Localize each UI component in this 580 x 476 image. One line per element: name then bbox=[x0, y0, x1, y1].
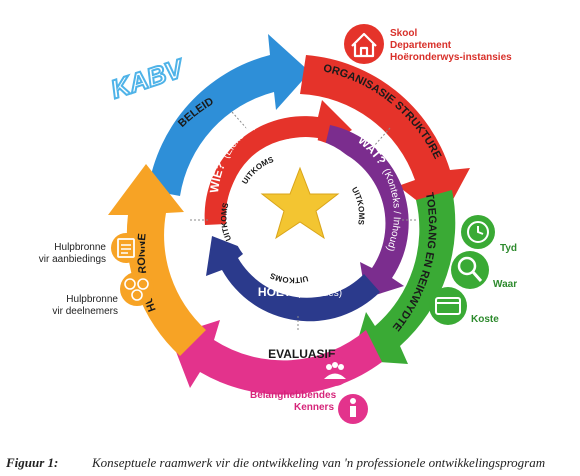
hulpbronne-deelnemers-label: Hulpbronne vir deelnemers bbox=[52, 294, 118, 317]
label-skool: Skool bbox=[390, 28, 418, 39]
organisasie-list: Skool Departement Hoëronderwys-instansie… bbox=[390, 28, 512, 64]
label-hoe: HOE? (Metodes) bbox=[258, 285, 342, 299]
inner-ring bbox=[204, 100, 409, 322]
label-koste: Koste bbox=[471, 314, 499, 325]
dotted-connectors bbox=[190, 111, 416, 332]
info-person-icon bbox=[338, 394, 368, 424]
toegang-arrow bbox=[352, 190, 456, 364]
wat-arrow bbox=[325, 125, 409, 298]
clock-icon bbox=[461, 215, 495, 249]
label-kenners: Kenners bbox=[293, 402, 334, 413]
hoe-arrow bbox=[206, 236, 380, 322]
label-departement: Departement bbox=[390, 40, 452, 51]
credit-card-icon bbox=[429, 287, 467, 325]
hulpbronne-aanbiedings-label: Hulpbronne vir aanbiedings bbox=[38, 242, 106, 265]
hulpbronne-arrow bbox=[108, 164, 206, 356]
house-icon bbox=[344, 24, 384, 64]
framework-diagram: KABV BELEID ORGANISASIE STRUKTURE TOEGAN… bbox=[106, 24, 495, 424]
evaluasie-list: Belanghebbendes Kenners bbox=[250, 390, 337, 414]
people-group-icon bbox=[320, 356, 350, 386]
figure-caption: Figuur 1: Konseptuele raamwerk vir die o… bbox=[6, 452, 574, 474]
magnifier-icon bbox=[451, 251, 489, 289]
caption-label: Figuur 1: bbox=[6, 455, 59, 470]
beleid-arrow bbox=[148, 34, 310, 196]
label-hoeronderwys: Hoëronderwys-instansies bbox=[390, 52, 512, 63]
label-belanghebbendes: Belanghebbendes bbox=[250, 390, 337, 401]
caption-text: Konseptuele raamwerk vir die ontwikkelin… bbox=[92, 455, 546, 470]
smiley-group-icon bbox=[120, 272, 154, 306]
logo-text: KABV bbox=[107, 52, 189, 104]
label-evaluasie: EVALUASIE bbox=[268, 347, 336, 361]
organisasie-arrow bbox=[300, 55, 470, 220]
kabv-logo: KABV bbox=[106, 51, 190, 105]
star-icon bbox=[260, 166, 340, 240]
label-waar: Waar bbox=[493, 279, 518, 290]
label-tyd: Tyd bbox=[500, 243, 518, 254]
document-icon bbox=[111, 233, 141, 263]
wie-arrow bbox=[204, 100, 352, 225]
